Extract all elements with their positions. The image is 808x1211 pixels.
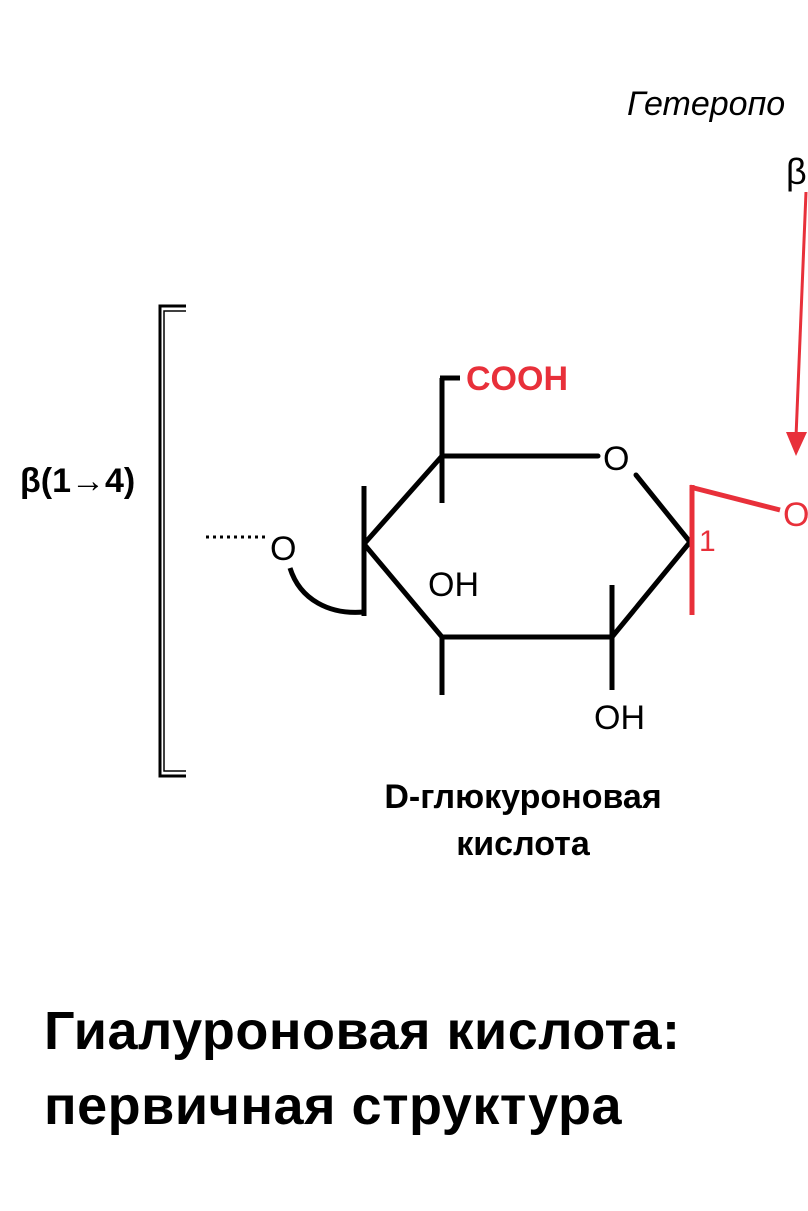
repeat-unit-bracket <box>158 304 186 778</box>
monomer-name-line2: кислота <box>456 825 591 863</box>
linkage-arrow-line <box>794 191 808 438</box>
carbon-number-1: 1 <box>699 525 716 558</box>
repeat-unit-bracket-inner <box>163 310 186 772</box>
monomer-name-line1: D-глюкуроновая <box>384 778 661 816</box>
linkage-top-fragment: β <box>786 151 807 192</box>
oh-bottom-label: OH <box>594 699 645 737</box>
bridge-oxygen-left: O <box>270 530 296 568</box>
linkage-left-label: β(1→4) <box>20 462 135 500</box>
header-text: Гетеропо <box>627 85 785 123</box>
title-line-2: первичная структура <box>44 1076 622 1136</box>
glycosidic-bond-red <box>689 484 781 615</box>
cooh-label: COOH <box>466 360 568 398</box>
bridge-curve-bond <box>287 567 365 615</box>
substituent-bonds <box>361 375 615 695</box>
pyranose-ring <box>361 453 693 640</box>
oh-ring-label: OH <box>428 566 479 604</box>
title-line-1: Гиалуроновая кислота: <box>44 1001 681 1061</box>
bridge-oxygen-right: O <box>783 496 808 534</box>
linkage-arrow-head <box>786 432 807 456</box>
ring-oxygen: O <box>603 440 629 478</box>
